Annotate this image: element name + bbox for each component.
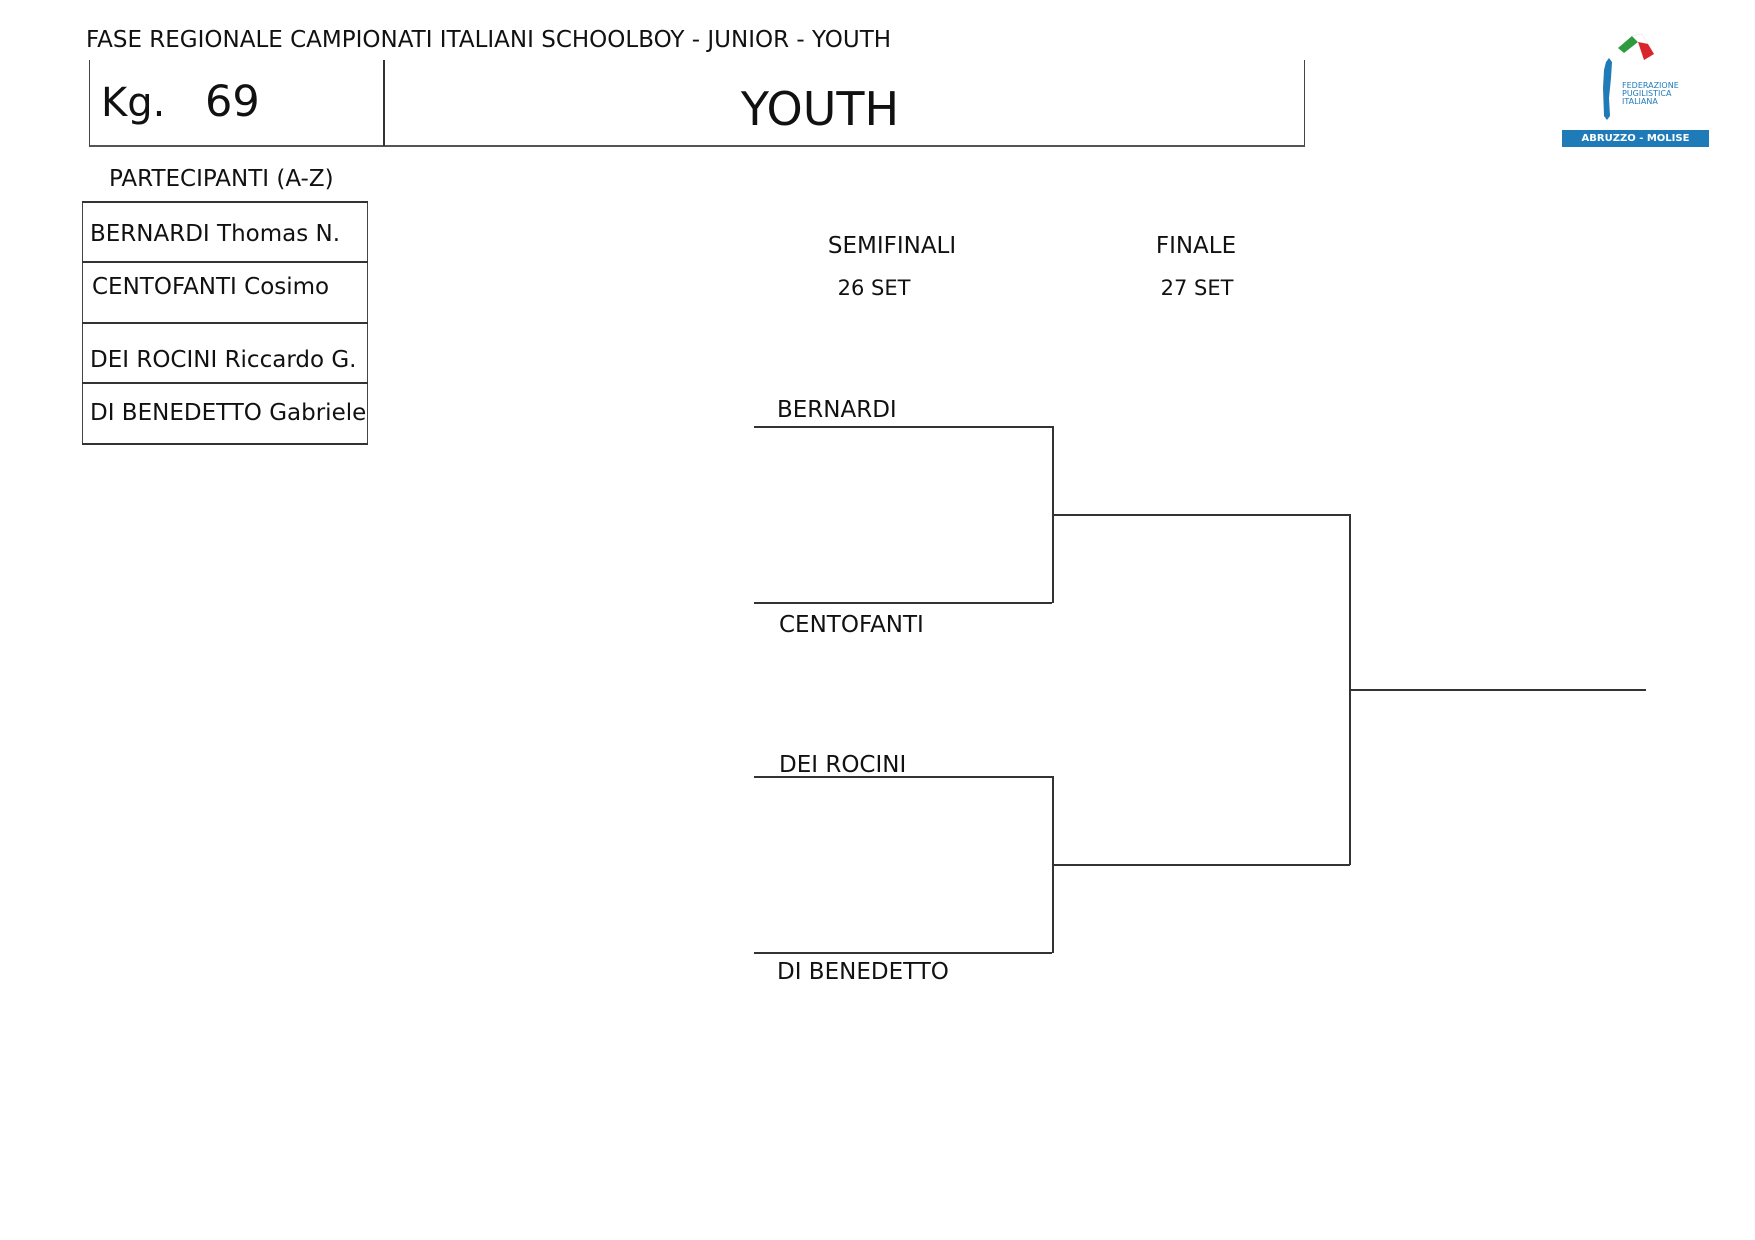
org-line-2: PUGILISTICA	[1622, 89, 1672, 98]
header-divider	[383, 60, 385, 146]
org-line-1: FEDERAZIONE	[1622, 81, 1679, 90]
participant-row: DI BENEDETTO Gabriele	[90, 400, 367, 426]
event-title: FASE REGIONALE CAMPIONATI ITALIANI SCHOO…	[86, 27, 892, 53]
fpi-logo: FEDERAZIONE PUGILISTICA ITALIANA ABRUZZO…	[1562, 28, 1710, 148]
region-banner: ABRUZZO - MOLISE	[1562, 130, 1709, 147]
participant-row: BERNARDI Thomas N.	[90, 221, 341, 247]
final-label: FINALE	[1155, 233, 1237, 259]
boxer-flag-icon	[1603, 33, 1654, 120]
participant-row: DEI ROCINI Riccardo G.	[90, 347, 357, 373]
bracket-entry: DI BENEDETTO	[777, 959, 949, 985]
semifinal-date: 26 SET	[837, 276, 911, 300]
final-date: 27 SET	[1160, 276, 1234, 300]
semifinal-label: SEMIFINALI	[827, 233, 957, 259]
bracket-entry: DEI ROCINI	[779, 752, 907, 778]
bracket-entry: CENTOFANTI	[779, 612, 924, 638]
category-title: YOUTH	[740, 82, 900, 136]
header-box	[89, 60, 1305, 147]
participants-heading: PARTECIPANTI (A-Z)	[109, 166, 334, 192]
org-line-3: ITALIANA	[1622, 97, 1658, 106]
weight-value: 69	[205, 77, 260, 127]
weight-label: Kg.	[101, 80, 166, 126]
bracket-entry: BERNARDI	[777, 397, 897, 423]
participant-row: CENTOFANTI Cosimo	[92, 274, 330, 300]
